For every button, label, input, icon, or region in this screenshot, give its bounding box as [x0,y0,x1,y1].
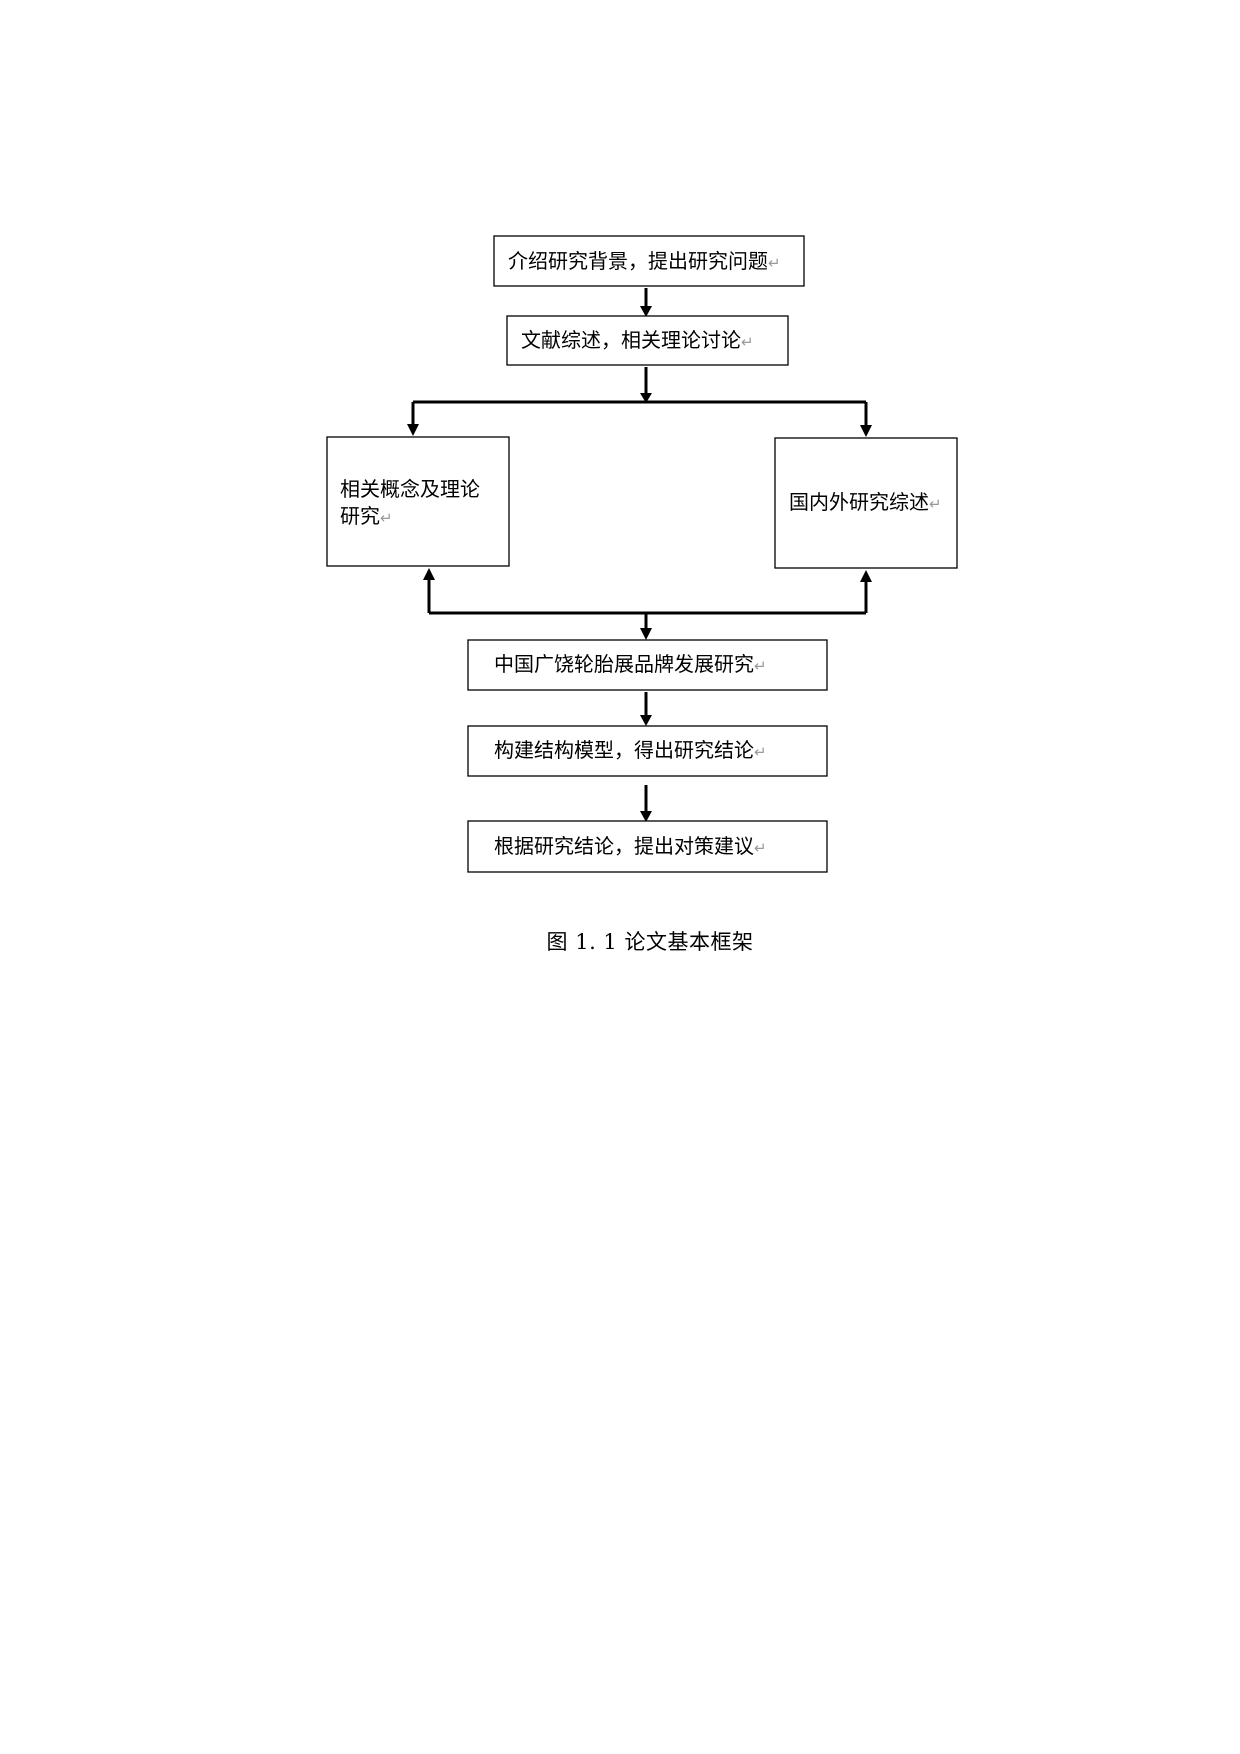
node-label: 中国广饶轮胎展品牌发展研究 [494,652,754,676]
arrowhead [640,393,652,403]
arrowhead [860,570,872,582]
paragraph-mark: ↵ [768,254,781,272]
node-literature-review: 国内外研究综述↵ [774,437,958,569]
svg-text:文献综述，相关理论讨论↵: 文献综述，相关理论讨论↵ [521,328,754,352]
arrowhead [640,628,652,640]
node-concepts-theory: 相关概念及理论 研究↵ [326,436,510,567]
figure-caption: 图 1. 1 论文基本框架 [546,930,754,954]
arrowhead [640,306,652,317]
arrowhead [423,568,435,580]
paragraph-mark: ↵ [754,743,767,761]
svg-text:构建结构模型，得出研究结论↵: 构建结构模型，得出研究结论↵ [494,738,767,762]
node-step4: 构建结构模型，得出研究结论↵ [467,725,828,777]
node-label-line1: 相关概念及理论 [340,477,480,501]
paragraph-mark: ↵ [741,333,754,351]
node-label-line2: 研究 [340,504,380,528]
paragraph-mark: ↵ [380,509,393,527]
arrowhead [640,715,652,726]
svg-text:中国广饶轮胎展品牌发展研究↵: 中国广饶轮胎展品牌发展研究↵ [494,652,767,676]
svg-text:根据研究结论，提出对策建议↵: 根据研究结论，提出对策建议↵ [494,834,767,858]
node-label: 构建结构模型，得出研究结论 [494,738,754,762]
svg-text:国内外研究综述↵: 国内外研究综述↵ [789,490,942,514]
node-step3: 中国广饶轮胎展品牌发展研究↵ [467,639,828,691]
node-label: 国内外研究综述 [789,490,929,514]
paragraph-mark: ↵ [754,657,767,675]
node-step2: 文献综述，相关理论讨论↵ [506,315,789,366]
connectors [407,288,872,822]
node-label: 文献综述，相关理论讨论 [521,328,741,352]
node-step5: 根据研究结论，提出对策建议↵ [467,820,828,873]
arrowhead [860,425,872,437]
node-step1: 介绍研究背景，提出研究问题↵ [493,235,805,287]
arrowhead [640,811,652,822]
svg-text:介绍研究背景，提出研究问题↵: 介绍研究背景，提出研究问题↵ [508,249,781,273]
svg-text:研究↵: 研究↵ [340,504,393,528]
node-label: 根据研究结论，提出对策建议 [494,834,754,858]
paragraph-mark: ↵ [929,495,942,513]
paragraph-mark: ↵ [754,839,767,857]
arrowhead [407,424,419,436]
node-label: 介绍研究背景，提出研究问题 [508,249,768,273]
